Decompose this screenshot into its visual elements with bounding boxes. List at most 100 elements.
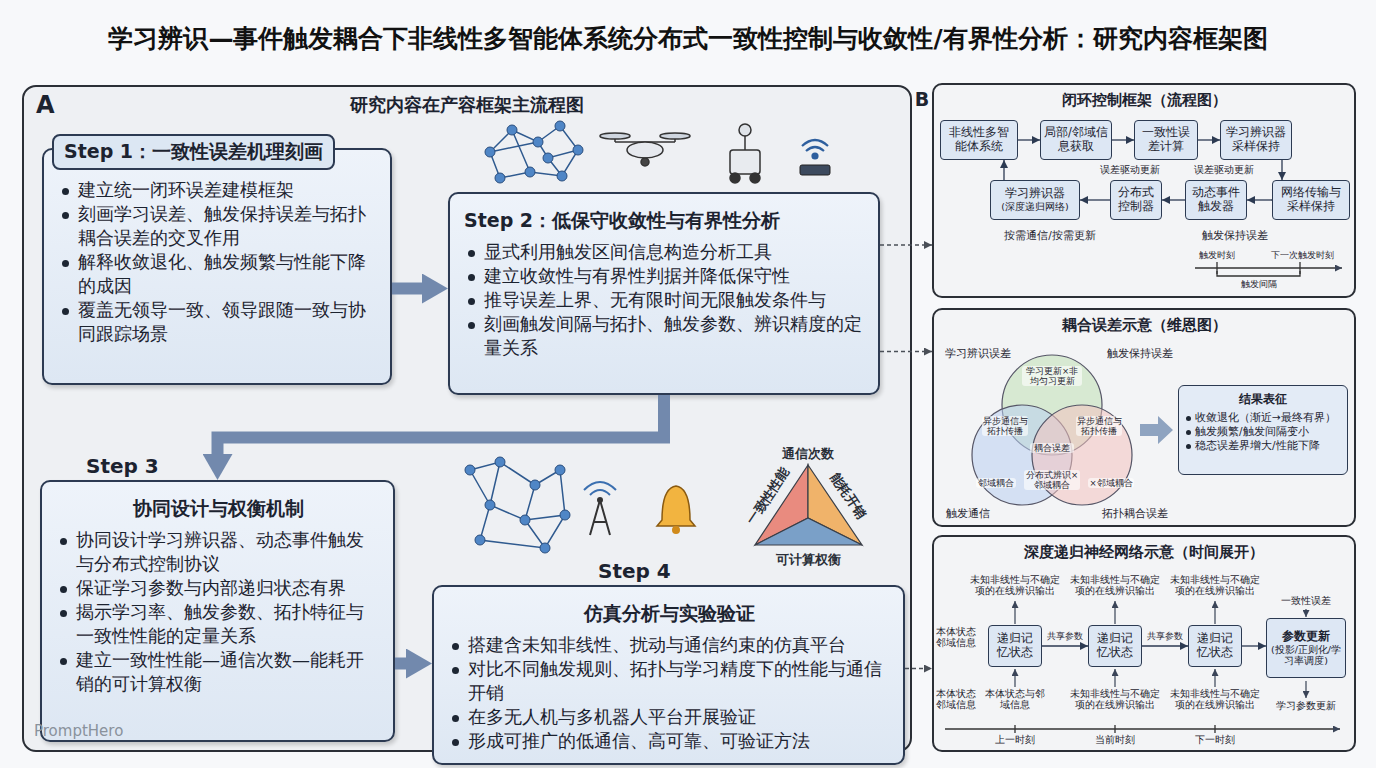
result-arrow	[1140, 416, 1173, 444]
text-label: 异步通信与拓扑传播	[982, 416, 1028, 436]
wifi-icon	[800, 140, 830, 175]
node-text: (深度递归网络)	[1001, 201, 1068, 212]
flow-arrow	[1042, 645, 1088, 646]
network-icon	[540, 543, 550, 553]
rnn-cell: 递归记忆状态	[988, 625, 1042, 667]
node-text: 建立统一闭环误差建模框架	[58, 178, 378, 202]
node-text: 覆盖无领导一致、领导跟随一致与协同跟踪场景	[58, 298, 378, 346]
node-text: 递归记忆状态	[1192, 632, 1238, 660]
main-panel: A研究内容在产容框架主流程图Step 1：一致性误差机理刻画建立统一闭环误差建模…	[22, 85, 912, 752]
block-arrow	[395, 658, 412, 670]
flow-arrow	[1162, 199, 1185, 200]
node-text: (投影/正则化/学习率调度)	[1270, 644, 1342, 667]
text-label: B	[914, 88, 930, 111]
text-label: 一致性误差	[1272, 595, 1340, 607]
node-text: 学习辨识器采样保持	[1224, 126, 1288, 154]
rnn-io-arrows	[1014, 601, 1015, 624]
drone-icon	[600, 133, 690, 166]
block-arrow	[392, 283, 428, 295]
robot-icon	[730, 124, 760, 183]
flow-arrow	[1080, 199, 1110, 200]
text-label: 本体状态与邻域信息	[983, 688, 1047, 711]
process-box: 一致性误差计算	[1134, 120, 1198, 160]
bell-icon	[672, 526, 680, 534]
text-label: 邻域耦合	[976, 478, 1016, 488]
node-text: 触发频繁/触发间隔变小	[1185, 424, 1341, 438]
node-text: 分布式控制器	[1114, 186, 1158, 214]
time-axis	[1015, 725, 1215, 733]
rnn-io-arrows	[1114, 669, 1115, 687]
antenna-icon	[597, 497, 603, 503]
network-icon	[557, 171, 567, 181]
text-label: 下一次触发时刻	[1262, 250, 1342, 261]
text-label: 学习辨识误差	[938, 347, 1018, 360]
network-icon	[485, 121, 583, 183]
text-label: 未知非线性与不确定项的在线辨识输出	[969, 574, 1061, 597]
node-text: 刻画学习误差、触发保持误差与拓扑耦合误差的交叉作用	[58, 202, 378, 250]
drone-icon	[674, 138, 676, 142]
robot-icon	[739, 124, 751, 136]
text-label: 误差驱动更新	[1098, 164, 1162, 176]
result-box: 结果表征收敛退化（渐近→最终有界）触发频繁/触发间隔变小稳态误差界增大/性能下降	[1178, 385, 1348, 475]
node-text: Step 4	[598, 559, 891, 583]
node-text: 局部/邻域信息获取	[1044, 126, 1108, 154]
node-text: 稳态误差界增大/性能下降	[1185, 438, 1341, 452]
text-label: 未知非线性与不确定项的在线辨识输出	[1169, 574, 1261, 597]
network-icon	[465, 465, 475, 475]
node-text: Step 1：一致性误差机理刻画	[52, 134, 335, 170]
drone-icon	[641, 158, 649, 166]
venn-circles	[1002, 355, 1102, 455]
node-text: 收敛退化（渐近→最终有界）	[1185, 410, 1341, 424]
wifi-icon	[806, 147, 824, 151]
node-text: 对比不同触发规则、拓扑与学习精度下的性能与通信开销	[448, 657, 891, 705]
network-icon	[495, 173, 505, 183]
dashed-connector	[880, 244, 932, 245]
tradeoff-triangle	[755, 465, 862, 545]
text-label: 拓扑耦合误差	[1095, 507, 1175, 520]
rnn-io-arrows	[1305, 681, 1306, 698]
text-label: 触发保持误差	[1100, 347, 1180, 360]
network-icon	[490, 126, 578, 178]
node-text: 搭建含未知非线性、扰动与通信约束的仿真平台	[448, 633, 891, 657]
text-label: ×邻域耦合	[1088, 478, 1134, 488]
venn-circles	[972, 355, 1132, 505]
antenna-icon	[584, 482, 616, 535]
node-text: 参数更新	[1282, 630, 1330, 644]
diagram-title: 学习辨识—事件触发耦合下非线性多智能体系统分布式一致性控制与收敛性/有界性分析：…	[0, 22, 1376, 55]
node-text: 形成可推广的低通信、高可靠、可验证方法	[448, 729, 891, 753]
wifi-icon	[802, 140, 828, 146]
node-text: 一致性误差计算	[1138, 126, 1194, 154]
trigger-timeline	[1217, 262, 1300, 274]
tradeoff-triangle	[755, 465, 808, 545]
node-text: 闭环控制框架（流程图）	[934, 91, 1354, 110]
network-icon	[485, 121, 583, 183]
node-text: 建立收敛性与有界性判据并降低保守性	[464, 264, 866, 288]
node-text: 递归记忆状态	[1092, 632, 1138, 660]
node-text: 推导误差上界、无有限时间无限触发条件与	[464, 288, 866, 312]
rnn-io-arrows	[1214, 601, 1215, 624]
network-icon	[465, 457, 570, 553]
node-text: 研究内容在产容框架主流程图	[24, 93, 910, 117]
rnn-io-arrows	[1305, 609, 1306, 617]
flow-arrow	[1112, 139, 1134, 140]
node-text: 协同设计学习辨识器、动态事件触发与分布式控制协议	[56, 528, 381, 576]
node-text: 学习辨识器	[1005, 187, 1065, 201]
text-label: 未知非线性与不确定项的在线辨识输出	[1069, 688, 1161, 711]
text-label: PromptHero	[34, 722, 154, 740]
trigger-timeline	[1195, 262, 1342, 276]
robot-icon	[730, 173, 740, 183]
venn-circles	[972, 405, 1072, 505]
time-axis	[945, 728, 1340, 729]
text-label: 可计算权衡	[768, 552, 848, 568]
drone-icon	[660, 133, 690, 139]
flow-arrow	[1018, 139, 1040, 140]
network-icon	[573, 145, 583, 155]
network-icon	[530, 480, 540, 490]
network-icon	[465, 457, 570, 553]
edge-label: 共享参数	[1145, 631, 1185, 642]
process-box: 学习辨识器采样保持	[1220, 120, 1292, 160]
venn-circles	[1032, 405, 1132, 505]
network-icon	[485, 147, 495, 157]
process-box: 网络传输与采样保持	[1272, 180, 1350, 220]
text-label: 按需通信/按需更新	[995, 229, 1105, 242]
